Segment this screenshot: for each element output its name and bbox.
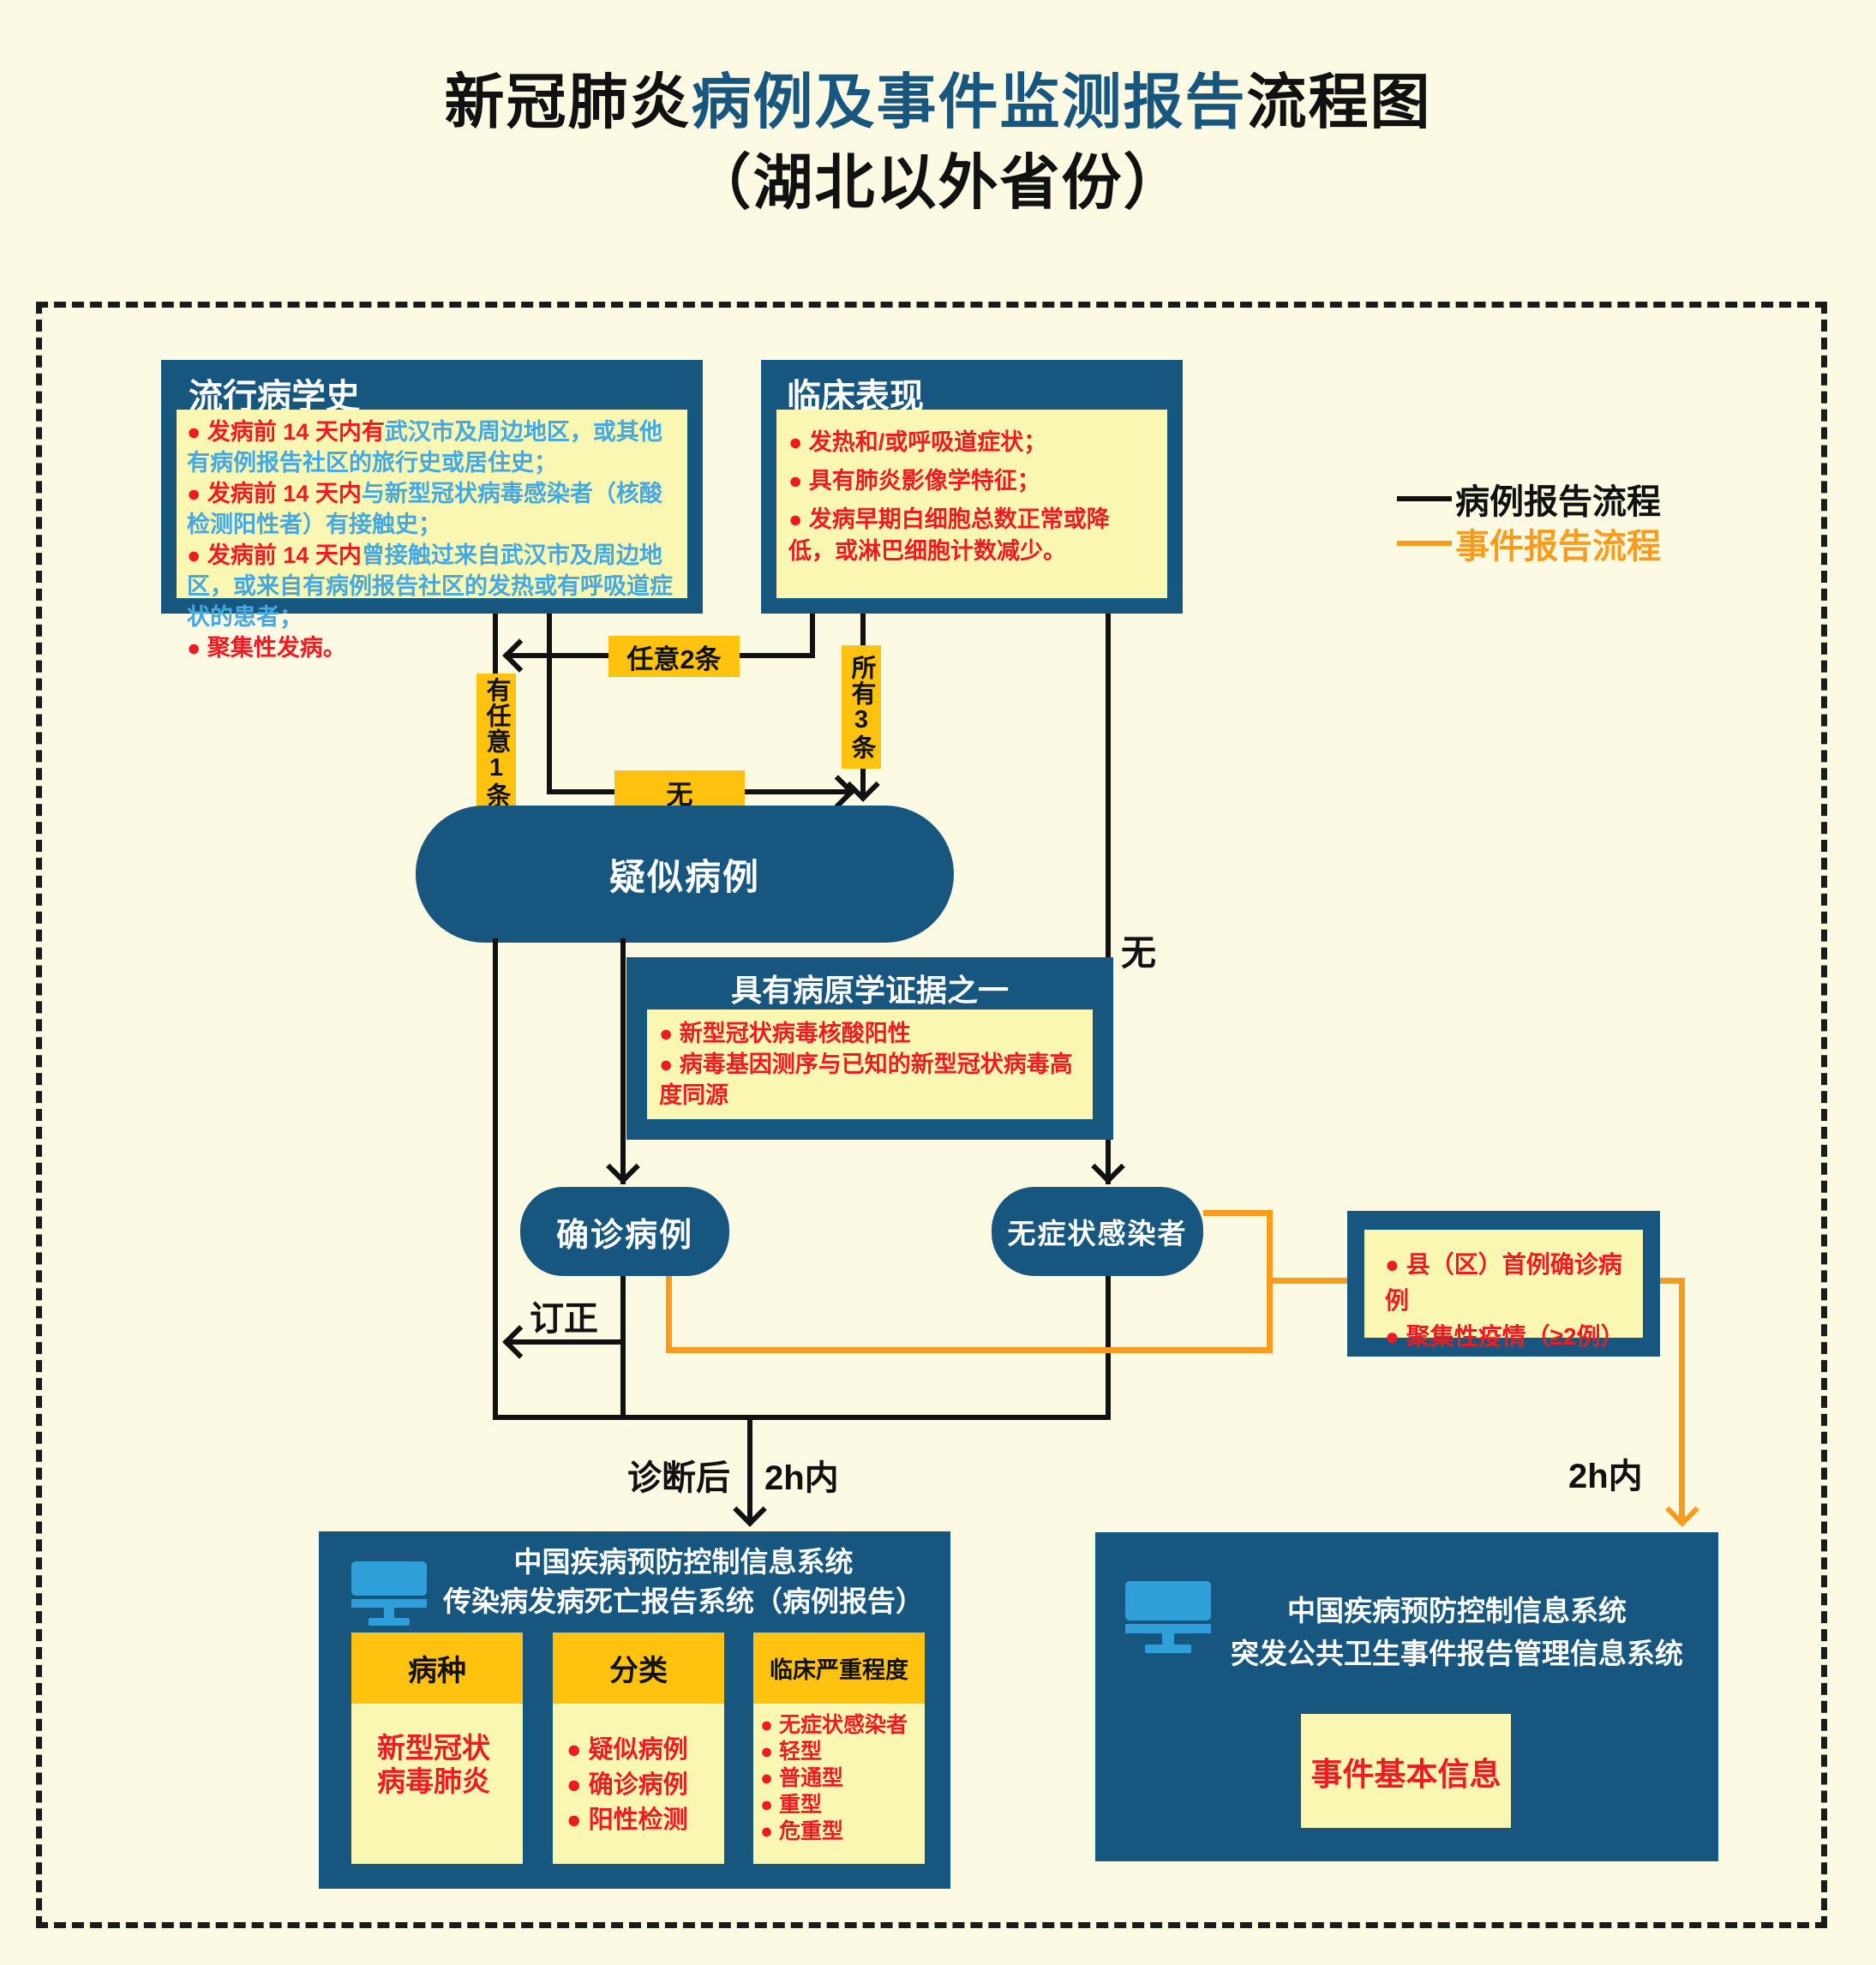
column-header-disease: 病种: [351, 1633, 523, 1704]
pathogen-evidence-items: ● 新型冠状病毒核酸阳性 ● 病毒基因测序与已知的新型冠状病毒高度同源: [647, 1009, 1093, 1119]
computer-base: [369, 1618, 410, 1626]
severity-item-2: ● 轻型: [760, 1740, 823, 1764]
edge-to-case-system: [747, 1415, 752, 1523]
page-title: 新冠肺炎病例及事件监测报告流程图 （湖北以外省份）: [0, 62, 1876, 223]
epi-item-2: ● 发病前 14 天内与新型冠状病毒感染者（核酸检测阳性者）有接触史；: [187, 478, 677, 540]
legend-event-flow-label: 事件报告流程: [1455, 528, 1661, 566]
event-edge-confirmed-down: [666, 1276, 672, 1353]
title-part-black2: 流程图: [1246, 69, 1432, 135]
pathogen-item-1: ● 新型冠状病毒核酸阳性: [659, 1021, 911, 1046]
title-part-black1: 新冠肺炎: [444, 69, 692, 135]
flowchart-dashed-border: [36, 302, 1827, 1928]
title-part-blue: 病例及事件监测报告: [691, 69, 1247, 135]
event-edge-asymptomatic-right: [1203, 1210, 1273, 1216]
event-edge-from-county-box: [1660, 1278, 1685, 1284]
severity-item-3: ● 普通型: [760, 1766, 844, 1790]
label-correction: 订正: [530, 1300, 598, 1338]
epi-item-4: ● 聚集性发病。: [187, 632, 677, 663]
column-body-disease: 新型冠状病毒肺炎: [351, 1704, 523, 1864]
computer-icon: [351, 1561, 427, 1626]
severity-item-1: ● 无症状感染者: [760, 1713, 908, 1737]
pathogen-item-2: ● 病毒基因测序与已知的新型冠状病毒高度同源: [659, 1051, 1073, 1108]
severity-item-4: ● 重型: [760, 1793, 823, 1817]
case-system-title-line2: 传染病发病死亡报告系统（病例报告）: [443, 1585, 924, 1617]
label-none-pathogen: 无: [1121, 933, 1156, 973]
epidemiology-history-title: 流行病学史: [189, 378, 360, 416]
column-header-severity: 临床严重程度: [753, 1633, 925, 1704]
event-edge-to-event-system: [1679, 1278, 1685, 1525]
county-event-items: ● 县（区）首例确诊病例 ● 聚集性疫情（≥2例）: [1364, 1230, 1643, 1350]
event-system-title-line1: 中国疾病预防控制信息系统: [1287, 1595, 1627, 1627]
epi-item-3-lead: ● 发病前 14 天内: [187, 542, 362, 568]
clinical-item-2: ● 具有肺炎影像学特征；: [788, 468, 1040, 494]
page-title-line2: （湖北以外省份）: [691, 149, 1185, 216]
case-system-title-line1: 中国疾病预防控制信息系统: [513, 1546, 854, 1578]
label-within-2h-case: 2h内: [764, 1459, 839, 1497]
severity-item-5: ● 危重型: [760, 1819, 844, 1843]
legend-case-flow-label: 病例报告流程: [1455, 483, 1661, 521]
event-edge-into-county-box: [1267, 1278, 1347, 1284]
computer-base-event: [1145, 1644, 1191, 1653]
case-flow-line-swatch: [1397, 496, 1452, 501]
case-system-title: 中国疾病预防控制信息系统 传染病发病死亡报告系统（病例报告）: [433, 1543, 934, 1621]
column-header-classification: 分类: [553, 1633, 724, 1704]
computer-screen-strip-event: [1125, 1624, 1211, 1633]
classification-item-3: ● 阳性检测: [566, 1806, 688, 1834]
legend-case-flow: 病例报告流程: [1397, 476, 1661, 521]
clinical-signs-items: ● 发热和/或呼吸道症状； ● 具有肺炎影像学特征； ● 发病早期白细胞总数正常…: [776, 410, 1167, 598]
computer-neck: [384, 1608, 394, 1618]
classification-item-2: ● 确诊病例: [566, 1771, 688, 1799]
clinical-item-3: ● 发病早期白细胞总数正常或降低，或淋巴细胞计数减少。: [788, 506, 1110, 564]
clinical-signs-title: 临床表现: [787, 378, 924, 416]
computer-screen-strip: [351, 1599, 427, 1608]
clinical-item-1: ● 发热和/或呼吸道症状；: [788, 429, 1047, 455]
computer-screen: [351, 1561, 427, 1596]
epidemiology-history-items: ● 发病前 14 天内有武汉市及周边地区，或其他有病例报告社区的旅行史或居住史；…: [177, 410, 687, 661]
label-any2: 任意2条: [608, 636, 740, 677]
legend-event-flow: 事件报告流程: [1397, 521, 1661, 566]
edge-suspected-to-confirmed: [620, 938, 626, 1184]
edge-correction: [507, 1339, 623, 1345]
event-system-title: 中国疾病预防控制信息系统 突发公共卫生事件报告管理信息系统: [1213, 1590, 1701, 1675]
county-item-1: ● 县（区）首例确诊病例: [1385, 1251, 1622, 1314]
node-suspected-case: 疑似病例: [416, 806, 954, 943]
computer-screen-event: [1125, 1581, 1211, 1621]
disease-item-1: 新型冠状病毒肺炎: [377, 1732, 490, 1797]
event-flow-line-swatch: [1397, 541, 1452, 546]
edge-clinical-any2-vertical: [810, 614, 815, 658]
column-body-severity: ● 无症状感染者 ● 轻型 ● 普通型 ● 重型 ● 危重型: [753, 1704, 925, 1864]
epi-item-3-rest: 曾接触过来自武汉市及周边地区，或来自有病例报告社区的发热或有呼吸道症状的患者；: [187, 542, 673, 630]
event-system-title-line2: 突发公共卫生事件报告管理信息系统: [1231, 1638, 1683, 1669]
label-any1: 有任意1条: [476, 674, 516, 811]
event-basic-info-label: 事件基本信息: [1310, 1756, 1501, 1792]
pathogen-evidence-title: 具有病原学证据之一: [730, 973, 1009, 1008]
edge-clinical-none-to-asymptomatic: [1106, 614, 1111, 1184]
epi-item-2-lead: ● 发病前 14 天内: [187, 481, 362, 506]
computer-icon-event: [1125, 1581, 1211, 1653]
epi-item-4-lead: ● 聚集性发病。: [187, 635, 346, 661]
edge-junction-horizontal: [493, 1415, 1111, 1420]
county-item-2: ● 聚集性疫情（≥2例）: [1385, 1323, 1625, 1350]
epi-item-3: ● 发病前 14 天内曾接触过来自武汉市及周边地区，或来自有病例报告社区的发热或…: [187, 540, 677, 632]
column-body-classification: ● 疑似病例 ● 确诊病例 ● 阳性检测: [553, 1704, 724, 1864]
edge-confirmed-down: [620, 1276, 626, 1420]
label-all3: 所有3条: [842, 645, 881, 769]
event-basic-info: 事件基本信息: [1301, 1714, 1511, 1828]
node-asymptomatic-carrier: 无症状感染者: [992, 1187, 1203, 1276]
epi-item-1: ● 发病前 14 天内有武汉市及周边地区，或其他有病例报告社区的旅行史或居住史；: [187, 416, 677, 478]
edge-epi-none-vertical: [547, 614, 552, 794]
label-within-2h-event: 2h内: [1568, 1458, 1643, 1495]
computer-neck-event: [1162, 1633, 1174, 1644]
legend: 病例报告流程 事件报告流程: [1397, 476, 1661, 566]
label-after-diagnosis: 诊断后: [627, 1459, 730, 1497]
classification-item-1: ● 疑似病例: [566, 1736, 688, 1764]
edge-suspected-report-line: [493, 938, 498, 1420]
page-title-line1: 新冠肺炎病例及事件监测报告流程图: [0, 62, 1876, 142]
epi-item-1-rest: 武汉市及周边地区，或其他有病例报告社区的旅行史或居住史；: [187, 419, 662, 476]
epi-item-1-lead: ● 发病前 14 天内有: [187, 419, 385, 445]
node-confirmed-case: 确诊病例: [520, 1187, 729, 1276]
epi-item-2-rest: 与新型冠状病毒感染者（核酸检测阳性者）有接触史；: [187, 481, 662, 537]
event-edge-confirmed-right: [666, 1347, 1273, 1353]
